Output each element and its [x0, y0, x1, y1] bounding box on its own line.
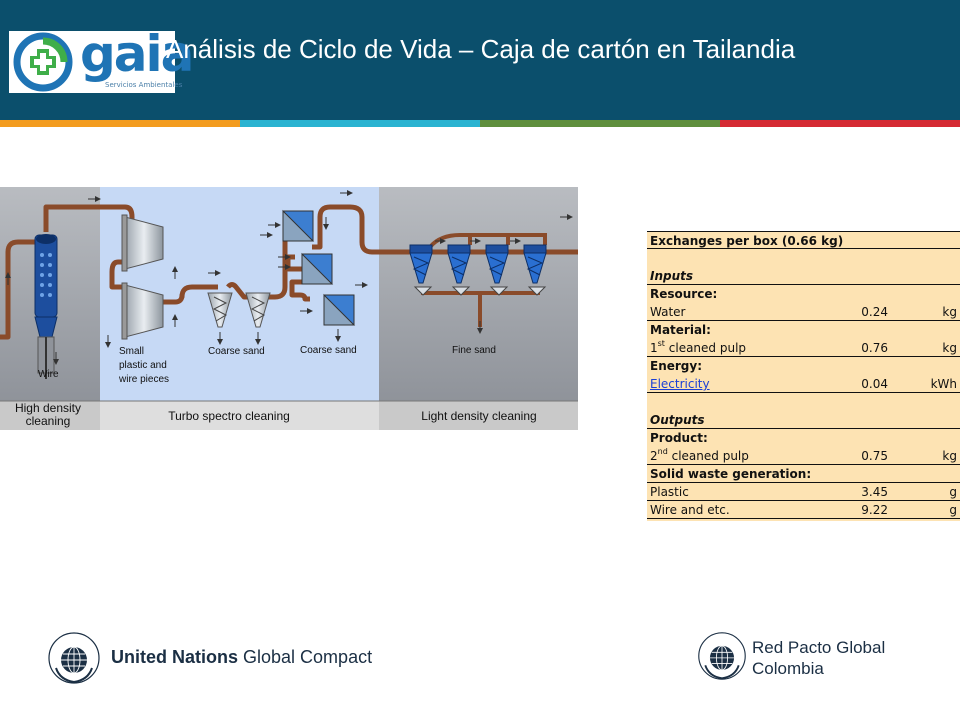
- coarse-sand-cone-2: [245, 292, 271, 328]
- electricity-link[interactable]: Electricity: [650, 377, 710, 391]
- logo-word: gaia: [80, 25, 194, 83]
- label-small-1: Small: [119, 346, 144, 357]
- energy-label: Energy:: [650, 359, 703, 373]
- waste-label: Solid waste generation:: [647, 465, 960, 483]
- stripe-green: [480, 120, 720, 127]
- stripe-cyan: [240, 120, 480, 127]
- exchanges-table: Exchanges per box (0.66 kg) Inputs Resou…: [647, 231, 960, 521]
- outputs-heading: Outputs: [647, 411, 960, 429]
- label-wire: Wire: [38, 369, 59, 380]
- label-coarse-sand-1: Coarse sand: [208, 346, 265, 357]
- table-row-wire: Wire and etc. 9.22 g: [647, 501, 960, 519]
- section-high-density-1: High density: [15, 401, 81, 415]
- material-label: Material:: [650, 323, 711, 337]
- light-cone-4: [523, 244, 547, 284]
- stripe-red: [720, 120, 960, 127]
- pipes: [0, 204, 578, 340]
- high-density-cleaner: [34, 234, 58, 318]
- table-row-pulp-in: 1st cleaned pulp 0.76 kg: [647, 339, 960, 357]
- process-diagram: Wire Small plastic and wire pieces Coars…: [0, 187, 578, 430]
- label-small-3: wire pieces: [118, 374, 169, 385]
- table-row-plastic: Plastic 3.45 g: [647, 483, 960, 501]
- light-cone-3: [485, 244, 509, 284]
- product-label: Product:: [650, 431, 708, 445]
- logo-subtitle: Servicios Ambientales: [105, 81, 183, 89]
- table-row-water: Water 0.24 kg: [647, 303, 960, 321]
- section-light: Light density cleaning: [421, 409, 536, 423]
- table-row-pulp-out: 2nd cleaned pulp 0.75 kg: [647, 447, 960, 465]
- label-coarse-sand-2: Coarse sand: [300, 345, 357, 356]
- table-header: Exchanges per box (0.66 kg): [647, 231, 960, 249]
- gaia-logo: gaia Servicios Ambientales: [9, 29, 194, 93]
- stripe-orange: [0, 120, 240, 127]
- label-small-2: plastic and: [119, 360, 167, 371]
- red-pacto-global-icon: [698, 632, 746, 680]
- light-cone-2: [447, 244, 471, 284]
- inputs-heading: Inputs: [647, 267, 960, 285]
- flow-arrows: [5, 190, 573, 365]
- header-bar: gaia Servicios Ambientales Análisis de C…: [0, 0, 960, 120]
- section-turbo: Turbo spectro cleaning: [168, 409, 290, 423]
- table-row-electricity: Electricity 0.04 kWh: [647, 375, 960, 393]
- coarse-sand-cone-1: [207, 292, 233, 328]
- resource-label: Resource:: [650, 287, 718, 301]
- un-global-compact-icon: [48, 632, 100, 684]
- page-title: Análisis de Ciclo de Vida – Caja de cart…: [166, 34, 796, 64]
- section-high-density-2: cleaning: [26, 414, 71, 428]
- label-fine-sand: Fine sand: [452, 345, 496, 356]
- red-pacto-global-wordmark: Red Pacto Global Colombia: [752, 638, 886, 678]
- gaia-cross-icon: [13, 32, 73, 92]
- light-cone-1: [409, 244, 433, 284]
- un-global-compact-wordmark: United Nations Global Compact: [111, 647, 373, 667]
